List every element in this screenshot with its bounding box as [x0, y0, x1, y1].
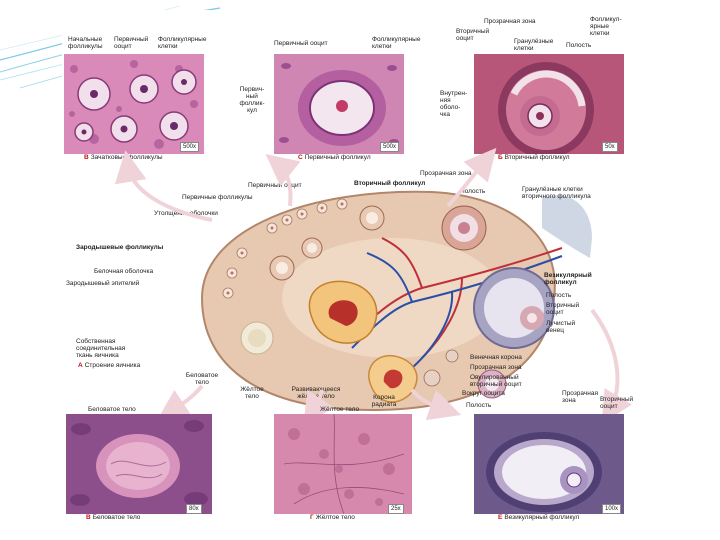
label-zona-right: Прозрачная зона — [470, 364, 522, 371]
corpus-luteum-image — [274, 414, 412, 514]
label-secondary-oocyte-bottom: Вторичный ооцит — [600, 396, 634, 410]
caption-text: Вторичный фолликул — [504, 154, 570, 161]
primordial-follicles-image — [64, 54, 204, 154]
label-primordial-follicles: Начальные фолликулы — [68, 36, 103, 50]
label-primary-follicle: Первич- ный фоллик- кул — [239, 86, 265, 114]
label-primary-follicles: Первичные фолликулы — [182, 194, 253, 201]
label-corpus-luteum: Жёлтое тело — [240, 386, 264, 400]
micrograph-vesicular-follicle — [474, 414, 624, 514]
caption-letter: Г — [310, 514, 314, 521]
label-cavity-bottom: Полость — [466, 402, 492, 409]
label-corpus-albicans: Беловатое тело — [185, 372, 219, 386]
label-follicular-cells-3: Фолликул- ярные клетки — [590, 16, 622, 37]
primary-follicle-image — [274, 54, 404, 154]
caption-letter: А — [78, 362, 83, 369]
label-primary-oocyte: Первичный ооцит — [114, 36, 149, 50]
micrograph-primary-follicle — [274, 54, 404, 154]
caption-letter: Б — [498, 154, 503, 161]
micrograph-secondary-follicle — [474, 54, 624, 154]
caption-text: Строение яичника — [84, 362, 141, 369]
label-secondary-oocyte: Вторичный ооцит — [456, 28, 490, 42]
ovary-figure: Начальные фолликулы Первичный ооцит Фолл… — [62, 10, 636, 522]
ovary-cross-section — [200, 190, 592, 412]
caption-text: Первичный фолликул — [304, 154, 371, 161]
label-ovulated-oocyte: Овулированный вторичный ооцит — [470, 374, 522, 388]
label-granulosa-cells: Гранулёзные клетки — [514, 38, 554, 52]
magnification-badge: 500x — [380, 142, 400, 152]
magnification-badge: 50x — [602, 142, 618, 152]
micrograph-corpus-albicans — [66, 414, 212, 514]
caption-text: Жёлтое тело — [315, 514, 355, 521]
label-corona-radiata: Корона радиата — [371, 394, 397, 408]
micrograph-corpus-luteum — [274, 414, 412, 514]
label-cortex-stroma: Собственная соединительная ткань яичника — [76, 338, 126, 359]
caption-letter: Е — [498, 514, 503, 521]
magnification-badge: 80x — [186, 504, 202, 514]
label-secondary-follicle-center: Вторичный фолликул — [354, 180, 426, 187]
label-corpus-luteum-panel: Жёлтое тело — [320, 406, 360, 413]
label-cavity-center: Полость — [460, 188, 486, 195]
label-zona-bottom: Прозрачная зона — [562, 390, 599, 404]
label-zona-pellucida: Прозрачная зона — [484, 18, 536, 25]
label-germinal-epithelium: Зародышевый эпителий — [66, 280, 140, 287]
label-tunica: Утолщение оболочки — [154, 210, 218, 217]
caption-letter: В — [84, 154, 89, 161]
label-corpus-albicans-panel: Беловатое тело — [88, 406, 136, 413]
label-germinal-follicles: Зародышевые фолликулы — [76, 244, 164, 251]
label-cavity-right: Полость — [546, 292, 572, 299]
label-follicular-cells-2: Фолликулярные клетки — [372, 36, 421, 50]
label-tunica-albuginea: Белочная оболочка — [94, 268, 154, 275]
label-around-oocyte: Вокруг ооцита — [462, 390, 505, 397]
vesicular-follicle-image — [474, 414, 624, 514]
label-primary-oocyte-2: Первичный ооцит — [274, 40, 328, 47]
caption-text: Беловатое тело — [92, 514, 141, 521]
magnification-badge: 100x — [602, 504, 622, 514]
label-theca-interna: Внутрен- няя оболо- чка — [440, 90, 468, 118]
magnification-badge: 500x — [180, 142, 200, 152]
caption-letter: В — [86, 514, 91, 521]
magnification-badge: 25x — [388, 504, 404, 514]
corpus-albicans-image — [66, 414, 212, 514]
label-vesicular-follicle: Везикулярный фолликул — [544, 272, 592, 286]
label-secondary-oocyte-right: Вторичный ооцит — [546, 302, 580, 316]
secondary-follicle-image — [474, 54, 624, 154]
label-granulosa-center: Гранулёзные клетки вторичного фолликула — [522, 186, 591, 200]
caption-text: Везикулярный фолликул — [504, 514, 580, 521]
flow-arrows — [114, 147, 632, 426]
micrograph-primordial-follicles — [64, 54, 204, 154]
label-cavity: Полость — [566, 42, 592, 49]
label-follicular-cells: Фолликулярные клетки — [158, 36, 207, 50]
label-corona-right: Венечная корона — [470, 354, 522, 361]
label-radiata-right: Лучистый венец — [546, 320, 576, 334]
